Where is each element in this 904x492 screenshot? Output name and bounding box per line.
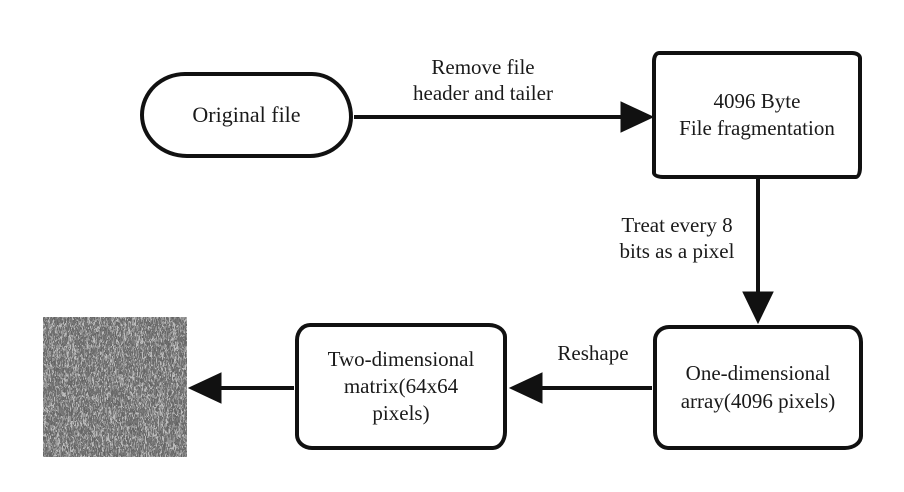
- edge-label-remove-file-header: Remove file header and tailer: [378, 55, 588, 106]
- grayscale-noise-texture-icon: [43, 317, 187, 457]
- node-original-file: Original file: [140, 72, 353, 158]
- node-one-dimensional-array: One-dimensional array(4096 pixels): [653, 325, 863, 450]
- arrow-twodim-to-image-icon: [187, 372, 294, 404]
- node-file-fragmentation: 4096 Byte File fragmentation: [652, 51, 862, 179]
- node-one-dimensional-line2: array(4096 pixels): [680, 388, 836, 413]
- node-file-fragmentation-line2: File fragmentation: [679, 116, 835, 140]
- edge-label-remove-line1: Remove file: [431, 55, 535, 79]
- node-one-dimensional-line1: One-dimensional: [685, 361, 831, 386]
- edge-label-reshape-line1: Reshape: [557, 341, 629, 365]
- edge-label-treat-line2: bits as a pixel: [619, 238, 735, 263]
- node-original-file-label: Original file: [192, 101, 301, 127]
- arrow-original-to-fragmentation-icon: [354, 101, 655, 133]
- node-two-dimensional-line3: pixels): [372, 401, 430, 426]
- edge-label-reshape: Reshape: [541, 341, 645, 367]
- edge-label-treat-every-8-bits: Treat every 8 bits as a pixel: [596, 213, 758, 264]
- arrow-onedim-to-twodim-icon: [508, 372, 652, 404]
- node-file-fragmentation-line1: 4096 Byte: [713, 88, 801, 113]
- edge-label-remove-line2: header and tailer: [413, 80, 553, 105]
- node-two-dimensional-line2: matrix(64x64: [343, 373, 459, 398]
- node-two-dimensional-matrix: Two-dimensional matrix(64x64 pixels): [295, 323, 507, 450]
- node-two-dimensional-line1: Two-dimensional: [327, 346, 475, 371]
- edge-label-treat-line1: Treat every 8: [621, 213, 733, 237]
